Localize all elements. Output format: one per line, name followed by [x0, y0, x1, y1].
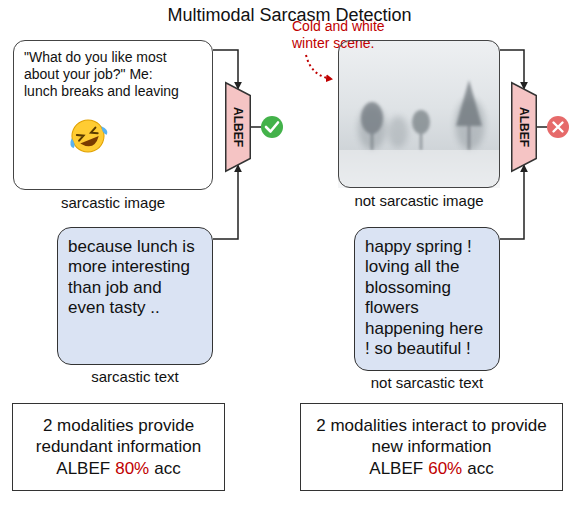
input-arrow — [500, 165, 524, 239]
summary-text: 2 modalities interact to provide new inf… — [311, 415, 552, 458]
summary-line: ALBEF 80% acc — [56, 458, 180, 479]
summary-box: 2 modalities interact to provide new inf… — [300, 403, 563, 491]
summary-word: ALBEF — [56, 459, 110, 478]
model-name: ALBEF — [517, 107, 531, 147]
text-box: because lunch is more interesting than j… — [57, 227, 213, 365]
summary-line: ALBEF 60% acc — [369, 458, 493, 479]
accuracy-value: 80% — [115, 459, 149, 478]
image-frame: "What do you like most about your job?" … — [13, 40, 213, 190]
input-arrow — [213, 165, 238, 239]
box-caption: sarcastic text — [28, 368, 242, 385]
leader-line — [306, 55, 332, 79]
summary-text: 2 modalities provide redundant informati… — [23, 415, 214, 458]
snow-ground — [338, 150, 500, 188]
summary-word: acc — [467, 459, 493, 478]
fog-ground — [338, 40, 500, 188]
frame-caption: sarcastic image — [0, 194, 242, 211]
laughing-emoji — [64, 114, 112, 158]
text-box: happy spring ! loving all the blossoming… — [354, 227, 500, 371]
accuracy-value: 60% — [428, 459, 462, 478]
output-line — [251, 126, 261, 128]
check-icon — [261, 116, 283, 138]
output-line — [537, 126, 547, 128]
summary-box: 2 modalities provide redundant informati… — [12, 403, 225, 491]
model-block: ALBEF — [511, 82, 537, 172]
frame-caption: not sarcastic image — [309, 192, 529, 209]
model-name: ALBEF — [231, 107, 245, 147]
meme-text: "What do you like most about your job?" … — [24, 49, 184, 99]
summary-word: ALBEF — [369, 459, 423, 478]
tweet-text: because lunch is more interesting than j… — [68, 237, 202, 319]
model-block: ALBEF — [225, 82, 251, 172]
trapezoid-outline — [512, 83, 537, 172]
winter-scene — [338, 40, 500, 188]
tweet-text: happy spring ! loving all the blossoming… — [365, 237, 489, 359]
near-trees — [361, 80, 482, 150]
image-frame: not sarcastic image — [338, 40, 500, 188]
cross-icon — [547, 116, 569, 138]
summary-word: acc — [154, 459, 180, 478]
callout-label: Cold and white winter scene. — [292, 18, 400, 51]
box-caption: not sarcastic text — [325, 374, 529, 391]
diagram-title: Multimodal Sarcasm Detection — [0, 5, 579, 26]
trapezoid-outline — [226, 83, 251, 172]
